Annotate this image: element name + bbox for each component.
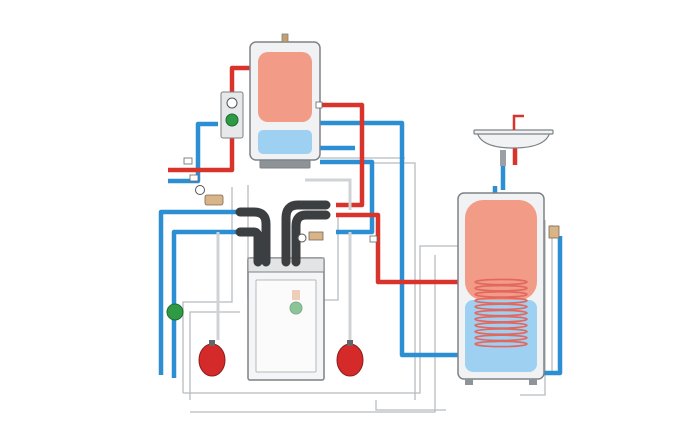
buffer-pump-group bbox=[220, 91, 244, 139]
cold-water-pipes bbox=[158, 120, 563, 378]
coil-loop bbox=[474, 290, 528, 298]
circulation-pump-buffer bbox=[225, 113, 239, 127]
pressure-gauge bbox=[195, 185, 205, 195]
vessel-feed-pipe bbox=[305, 178, 352, 210]
coil-loop bbox=[474, 334, 528, 342]
thermometer-gauge bbox=[226, 97, 238, 109]
expansion-vessel-left bbox=[198, 343, 226, 377]
expansion-vessel-right-neck bbox=[347, 340, 353, 346]
basin-rim bbox=[473, 129, 554, 135]
coil-loop bbox=[474, 328, 528, 335]
control-line bbox=[183, 245, 468, 394]
basin-bowl bbox=[476, 131, 551, 149]
heating-coil bbox=[474, 278, 528, 348]
wash-basin bbox=[473, 114, 554, 166]
right-safety-valve bbox=[308, 231, 324, 241]
heat-pump-door bbox=[255, 279, 317, 373]
expansion-vessels bbox=[198, 340, 364, 377]
heat-pump-unit bbox=[247, 257, 325, 381]
insulated-pipe bbox=[281, 200, 331, 267]
vessel-feed-pipes bbox=[216, 178, 352, 340]
hot-flow-pipe bbox=[320, 102, 365, 208]
cold-return-pipe bbox=[158, 209, 250, 375]
cylinder-foot-left bbox=[465, 379, 473, 385]
cylinder-hot-zone bbox=[465, 200, 537, 300]
expansion-vessel-right bbox=[336, 343, 364, 377]
hot-flow-pipe bbox=[336, 212, 463, 285]
basin-trap bbox=[500, 150, 506, 166]
coil-loop bbox=[474, 297, 528, 304]
control-line bbox=[520, 220, 546, 396]
insulated-pipe bbox=[291, 210, 331, 267]
air-vent bbox=[315, 101, 323, 109]
circulation-pump-left bbox=[166, 303, 184, 321]
buffer-tank-hot-zone bbox=[258, 52, 312, 122]
sensor-box bbox=[183, 157, 193, 165]
coil-loop bbox=[474, 315, 528, 323]
heat-pump-internal-pump bbox=[289, 301, 303, 315]
cold-return-pipe bbox=[171, 229, 250, 378]
cylinder-foot-right bbox=[529, 379, 537, 385]
buffer-tank bbox=[249, 33, 321, 169]
safety-valve-group bbox=[183, 157, 224, 206]
control-line bbox=[182, 187, 233, 393]
temp-sensor bbox=[369, 235, 378, 243]
cold-supply-pipe bbox=[320, 159, 375, 235]
control-line bbox=[189, 311, 240, 400]
insulated-pipes bbox=[235, 200, 331, 267]
circulation-pump-left-group bbox=[166, 303, 184, 321]
safety-valve bbox=[204, 194, 224, 206]
coil-loop bbox=[474, 278, 528, 286]
insulated-pipe bbox=[235, 227, 263, 267]
control-line bbox=[190, 255, 436, 413]
coil-loop bbox=[474, 309, 528, 317]
hot-flow-pipe bbox=[168, 138, 235, 173]
right-pressure-gauge bbox=[297, 233, 307, 243]
coil-loop bbox=[474, 321, 528, 329]
insulated-pipe bbox=[235, 207, 271, 267]
buffer-tank-cap bbox=[281, 33, 289, 43]
heat-pump-internal-valve bbox=[292, 290, 300, 300]
control-line bbox=[375, 400, 446, 411]
coil-loop bbox=[474, 340, 528, 348]
buffer-tank-cold-zone bbox=[258, 130, 312, 154]
cylinder-mixing-valve bbox=[548, 225, 560, 239]
coil-loop bbox=[474, 284, 528, 292]
fittings bbox=[297, 101, 560, 243]
hot-water-cylinder bbox=[457, 192, 545, 385]
coil-loop bbox=[474, 303, 528, 311]
basin-tap bbox=[512, 114, 524, 130]
expansion-vessel-left-neck bbox=[209, 340, 215, 346]
cold-supply-pipe bbox=[168, 121, 218, 184]
fill-valve bbox=[189, 174, 199, 182]
hot-flow-pipe bbox=[229, 65, 252, 92]
